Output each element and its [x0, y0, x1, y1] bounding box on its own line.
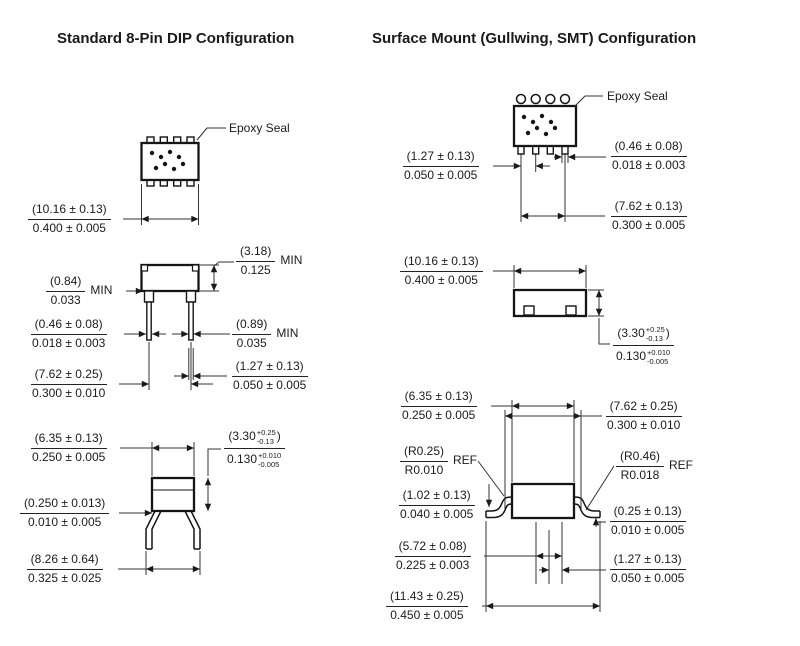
dim-smt-overall-span: (11.43 ± 0.25)0.450 ± 0.005 [386, 589, 468, 623]
smt-epoxy-leader [574, 95, 603, 107]
smt-front-view [485, 482, 601, 520]
smt-dimension-lines [477, 153, 615, 612]
dim-dip-lead-span: (8.26 ± 0.64)0.325 ± 0.025 [26, 552, 103, 585]
smt-epoxy-seal-label: Epoxy Seal [607, 89, 668, 103]
dim-smt-standoff: (0.25 ± 0.13)0.010 ± 0.005 [609, 504, 686, 537]
smt-gullwing-leads [485, 496, 601, 519]
dip-top-view [140, 127, 226, 187]
dim-smt-half-span: (5.72 ± 0.08)0.225 ± 0.003 [394, 539, 471, 572]
dip-dimension-lines [118, 184, 234, 575]
dip-stipple-dots [149, 149, 186, 172]
smt-side-view [512, 288, 588, 318]
dim-smt-lead-span: (7.62 ± 0.25)0.300 ± 0.010 [605, 399, 682, 432]
dim-smt-body-height: (3.30+0.25-0.13) 0.130+0.010-0.005 [612, 325, 675, 366]
dim-dip-shoulder-min: (0.84)0.033 MIN [46, 274, 112, 308]
dim-dip-body-depth: (6.35 ± 0.13)0.250 ± 0.005 [30, 431, 107, 464]
dim-smt-body-length: (10.16 ± 0.13)0.400 ± 0.005 [400, 254, 483, 288]
dip-title: Standard 8-Pin DIP Configuration [57, 30, 295, 47]
dim-smt-radius-upper: (R0.25)R0.010 REF [400, 444, 477, 478]
dip-end-view [145, 476, 201, 550]
dim-dip-lead-tip-min: (0.89)0.035 MIN [232, 317, 298, 351]
smt-title: Surface Mount (Gullwing, SMT) Configurat… [372, 30, 697, 47]
smt-top-view [512, 93, 603, 155]
smt-stipple-dots [521, 113, 558, 137]
dim-smt-body-width: (6.35 ± 0.13)0.250 ± 0.005 [400, 389, 477, 422]
dip-epoxy-leader [196, 127, 226, 141]
dim-smt-lead-pitch: (1.27 ± 0.13)0.050 ± 0.005 [402, 149, 479, 182]
dim-smt-foot-length: (1.02 ± 0.13)0.040 ± 0.005 [398, 488, 475, 521]
dim-dip-body-width: (10.16 ± 0.13)0.400 ± 0.005 [28, 202, 111, 236]
dim-dip-row-spacing: (7.62 ± 0.25)0.300 ± 0.010 [30, 367, 107, 400]
dim-smt-foot-pitch: (1.27 ± 0.13)0.050 ± 0.005 [609, 552, 686, 585]
dim-dip-lead-thickness: (0.46 ± 0.08)0.018 ± 0.003 [30, 317, 107, 350]
dim-smt-tip-span: (7.62 ± 0.13)0.300 ± 0.005 [610, 199, 687, 232]
dim-smt-lead-width: (0.46 ± 0.08)0.018 ± 0.003 [610, 139, 687, 172]
dip-epoxy-seal-label: Epoxy Seal [229, 121, 290, 135]
dip-side-view [140, 263, 200, 341]
dim-dip-seated-height: (3.30+0.25-0.13) 0.130+0.010-0.005 [223, 428, 286, 469]
dim-dip-standoff-min: (3.18)0.125 MIN [236, 244, 302, 278]
dim-dip-lead-frame: (0.250 ± 0.013)0.010 ± 0.005 [20, 496, 110, 530]
dim-smt-radius-lower: (R0.46)R0.018 REF [616, 449, 693, 483]
dim-dip-lead-width: (1.27 ± 0.13)0.050 ± 0.005 [231, 359, 308, 392]
